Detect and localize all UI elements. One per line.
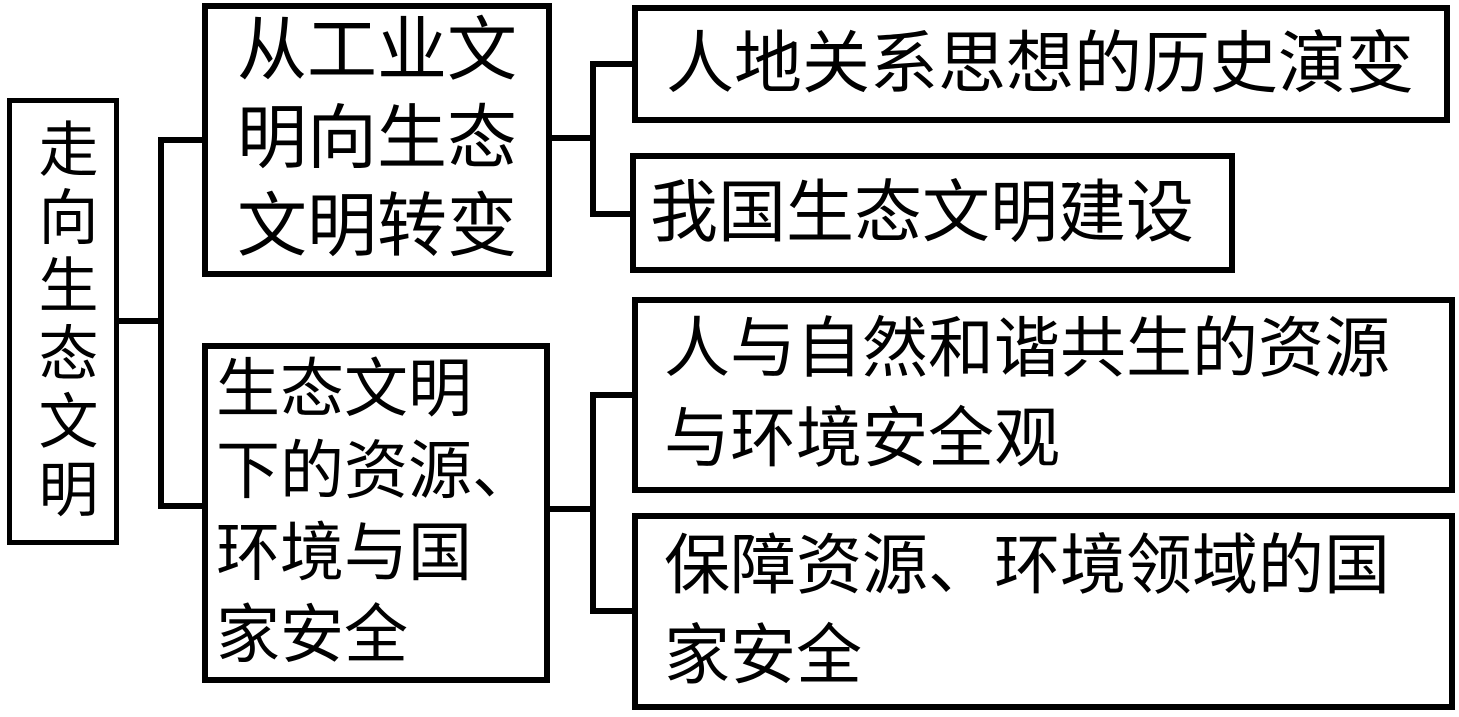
connector-root-stem <box>119 318 164 324</box>
connector-root-bracket <box>158 137 164 509</box>
leaf-node-history-evolution-label: 人地关系思想的历史演变 <box>666 26 1415 102</box>
connector-branch1-to-leaf1 <box>596 61 632 67</box>
leaf-node-history-evolution: 人地关系思想的历史演变 <box>632 5 1450 123</box>
leaf-node-safeguard-security-label: 保障资源、环境领域的国 家安全 <box>664 529 1390 693</box>
leaf-node-eco-construction-label: 我国生态文明建设 <box>650 175 1195 251</box>
leaf-node-security-outlook-label: 人与自然和谐共生的资源 与环境安全观 <box>664 313 1390 476</box>
branch-node-resource-security-label: 生态文明 下的资源、 环境与国 家安全 <box>216 354 536 671</box>
connector-branch1-to-leaf2 <box>596 211 632 217</box>
branch-node-civilization-transition-label: 从工业文 明向生态 文明转变 <box>237 13 517 266</box>
root-node: 走向生态文明 <box>7 98 119 545</box>
leaf-node-security-outlook: 人与自然和谐共生的资源 与环境安全观 <box>632 297 1455 493</box>
leaf-node-eco-construction: 我国生态文明建设 <box>630 153 1235 273</box>
root-node-label: 走向生态文明 <box>30 117 96 526</box>
connector-root-to-branch1 <box>164 137 202 143</box>
connector-branch2-to-leaf3 <box>596 392 632 398</box>
connector-root-to-branch2 <box>164 503 202 509</box>
branch-node-civilization-transition: 从工业文 明向生态 文明转变 <box>202 3 552 277</box>
connector-branch2-stem <box>550 506 596 512</box>
connector-branch1-bracket <box>590 61 596 217</box>
connector-branch2-bracket <box>590 392 596 614</box>
connector-branch2-to-leaf4 <box>596 608 632 614</box>
connector-branch1-stem <box>552 135 596 141</box>
branch-node-resource-security: 生态文明 下的资源、 环境与国 家安全 <box>202 343 550 683</box>
leaf-node-safeguard-security: 保障资源、环境领域的国 家安全 <box>632 513 1455 710</box>
